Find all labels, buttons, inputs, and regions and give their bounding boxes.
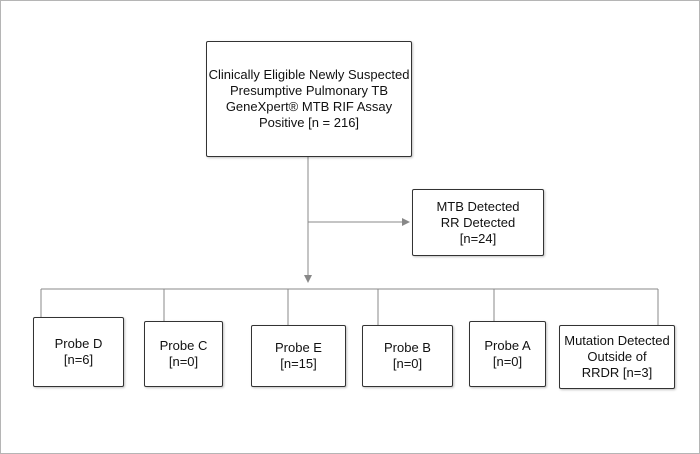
probe-b-box: Probe B [n=0] xyxy=(362,325,453,387)
side-box-line: [n=24] xyxy=(459,230,497,246)
probe-label: Probe A xyxy=(484,338,531,353)
mutation-line: RRDR [n=3] xyxy=(581,365,653,380)
probe-count: [n=6] xyxy=(63,352,94,367)
probe-c-box: Probe C [n=0] xyxy=(144,321,223,387)
top-box: Clinically Eligible Newly Suspected Pres… xyxy=(206,41,412,157)
mutation-line: Mutation Detected xyxy=(564,333,670,348)
probe-label: Probe B xyxy=(384,340,431,355)
probe-count: [n=0] xyxy=(168,354,199,369)
probe-a-box: Probe A [n=0] xyxy=(469,321,546,387)
probe-e-box: Probe E [n=15] xyxy=(251,325,346,387)
probe-count: [n=0] xyxy=(492,354,523,369)
top-box-line: GeneXpert® MTB RIF Assay xyxy=(225,99,393,114)
probe-label: Probe C xyxy=(159,338,208,353)
probe-label: Probe D xyxy=(54,336,103,351)
top-box-line: Presumptive Pulmonary TB xyxy=(230,83,388,98)
top-box-line: Positive [n = 216] xyxy=(258,115,360,130)
mutation-box: Mutation Detected Outside of RRDR [n=3] xyxy=(559,325,675,389)
side-box: MTB Detected RR Detected [n=24] xyxy=(412,189,544,256)
probe-d-box: Probe D [n=6] xyxy=(33,317,124,387)
mutation-line: Outside of xyxy=(587,349,647,364)
side-box-line: MTB Detected xyxy=(436,198,520,214)
probe-label: Probe E xyxy=(275,340,322,355)
side-box-line: RR Detected xyxy=(440,214,516,230)
probe-count: [n=0] xyxy=(392,356,423,371)
probe-count: [n=15] xyxy=(280,356,317,371)
top-box-line: Clinically Eligible Newly Suspected xyxy=(208,67,410,82)
